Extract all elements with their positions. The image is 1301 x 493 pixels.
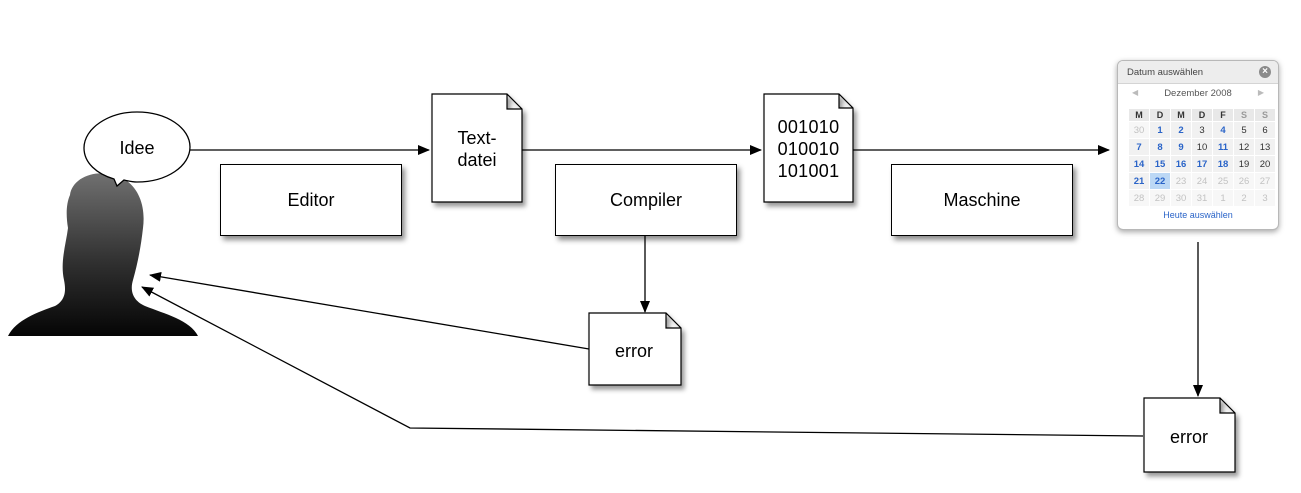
arrow-compiler-error-to-person <box>149 271 590 350</box>
week-row: 30 1 2 3 4 5 6 <box>1128 121 1276 139</box>
editor-box: Editor <box>220 164 402 236</box>
day-cell[interactable]: 27 <box>1254 172 1276 190</box>
weekday-header: M <box>1128 108 1150 122</box>
day-cell[interactable]: 28 <box>1128 189 1150 207</box>
day-cell[interactable]: 19 <box>1233 155 1255 173</box>
editor-label: Editor <box>287 189 335 210</box>
day-cell[interactable]: 14 <box>1128 155 1150 173</box>
day-cell[interactable]: 7 <box>1128 138 1150 156</box>
weekday-header: S <box>1254 108 1276 122</box>
week-row: 7 8 9 10 11 12 13 <box>1128 138 1276 156</box>
today-link[interactable]: Heute auswählen <box>1163 210 1233 220</box>
prev-month-icon[interactable]: ◀ <box>1132 88 1139 97</box>
day-cell[interactable]: 6 <box>1254 121 1276 139</box>
day-cell[interactable]: 31 <box>1191 189 1213 207</box>
week-row: 14 15 16 17 18 19 20 <box>1128 155 1276 173</box>
day-cell[interactable]: 17 <box>1191 155 1213 173</box>
day-cell[interactable]: 25 <box>1212 172 1234 190</box>
compiler-error-label: error <box>614 341 653 361</box>
day-cell[interactable]: 2 <box>1170 121 1192 139</box>
day-cell[interactable]: 2 <box>1233 189 1255 207</box>
day-cell[interactable]: 26 <box>1233 172 1255 190</box>
textfile-label-line: Text- <box>457 128 497 148</box>
binary-line: 101001 <box>777 161 840 181</box>
day-cell[interactable]: 24 <box>1191 172 1213 190</box>
machine-error-document <box>1143 397 1236 473</box>
week-row: 21 22 23 24 25 26 27 <box>1128 172 1276 190</box>
weekday-header: M <box>1170 108 1192 122</box>
next-month-icon[interactable]: ▶ <box>1257 88 1264 97</box>
person-silhouette-icon <box>8 173 198 336</box>
day-cell[interactable]: 1 <box>1149 121 1171 139</box>
date-picker-header: Datum auswählen × <box>1118 61 1278 84</box>
day-cell[interactable]: 29 <box>1149 189 1171 207</box>
textfile-label: Text- datei <box>432 127 522 171</box>
machine-box: Maschine <box>891 164 1073 236</box>
date-picker: Datum auswählen × ◀ Dezember 2008 ▶ M D … <box>1117 60 1279 230</box>
binary-line: 001010 <box>777 117 840 137</box>
day-cell[interactable]: 10 <box>1191 138 1213 156</box>
day-cell[interactable]: 15 <box>1149 155 1171 173</box>
day-cell[interactable]: 23 <box>1170 172 1192 190</box>
weekday-header: D <box>1191 108 1213 122</box>
date-picker-title: Datum auswählen <box>1127 67 1204 78</box>
compiler-box: Compiler <box>555 164 737 236</box>
idea-label: Idee <box>119 138 154 158</box>
day-cell[interactable]: 16 <box>1170 155 1192 173</box>
weekday-row: M D M D F S S <box>1128 108 1276 122</box>
machine-error-label: error <box>1169 427 1208 447</box>
weekday-header: S <box>1233 108 1255 122</box>
idea-speech-bubble <box>83 111 191 188</box>
day-cell[interactable]: 30 <box>1128 121 1150 139</box>
day-cell[interactable]: 8 <box>1149 138 1171 156</box>
binary-label: 001010 010010 101001 <box>764 116 853 182</box>
binary-line: 010010 <box>777 139 840 159</box>
binary-document <box>763 93 854 203</box>
compiler-label: Compiler <box>609 189 683 210</box>
month-label: Dezember 2008 <box>1164 88 1232 99</box>
day-cell[interactable]: 12 <box>1233 138 1255 156</box>
day-cell[interactable]: 13 <box>1254 138 1276 156</box>
machine-label: Maschine <box>943 189 1021 210</box>
day-cell[interactable]: 20 <box>1254 155 1276 173</box>
day-cell[interactable]: 3 <box>1254 189 1276 207</box>
day-cell[interactable]: 4 <box>1212 121 1234 139</box>
compiler-error-document <box>588 312 682 386</box>
weekday-header: D <box>1149 108 1171 122</box>
textfile-document <box>431 93 523 203</box>
day-cell[interactable]: 18 <box>1212 155 1234 173</box>
day-cell[interactable]: 11 <box>1212 138 1234 156</box>
day-cell[interactable]: 30 <box>1170 189 1192 207</box>
arrow-machine-error-to-person <box>141 286 1144 437</box>
day-cell[interactable]: 21 <box>1128 172 1150 190</box>
week-row: 28 29 30 31 1 2 3 <box>1128 189 1276 207</box>
day-cell[interactable]: 9 <box>1170 138 1192 156</box>
day-cell[interactable]: 5 <box>1233 121 1255 139</box>
selected-day-cell[interactable]: 22 <box>1149 172 1171 190</box>
calendar-grid: M D M D F S S 30 1 2 3 4 5 6 7 8 9 <box>1128 108 1276 207</box>
weekday-header: F <box>1212 108 1234 122</box>
day-cell[interactable]: 3 <box>1191 121 1213 139</box>
close-icon[interactable]: × <box>1259 66 1271 78</box>
day-cell[interactable]: 1 <box>1212 189 1234 207</box>
textfile-label-line: datei <box>457 150 497 170</box>
